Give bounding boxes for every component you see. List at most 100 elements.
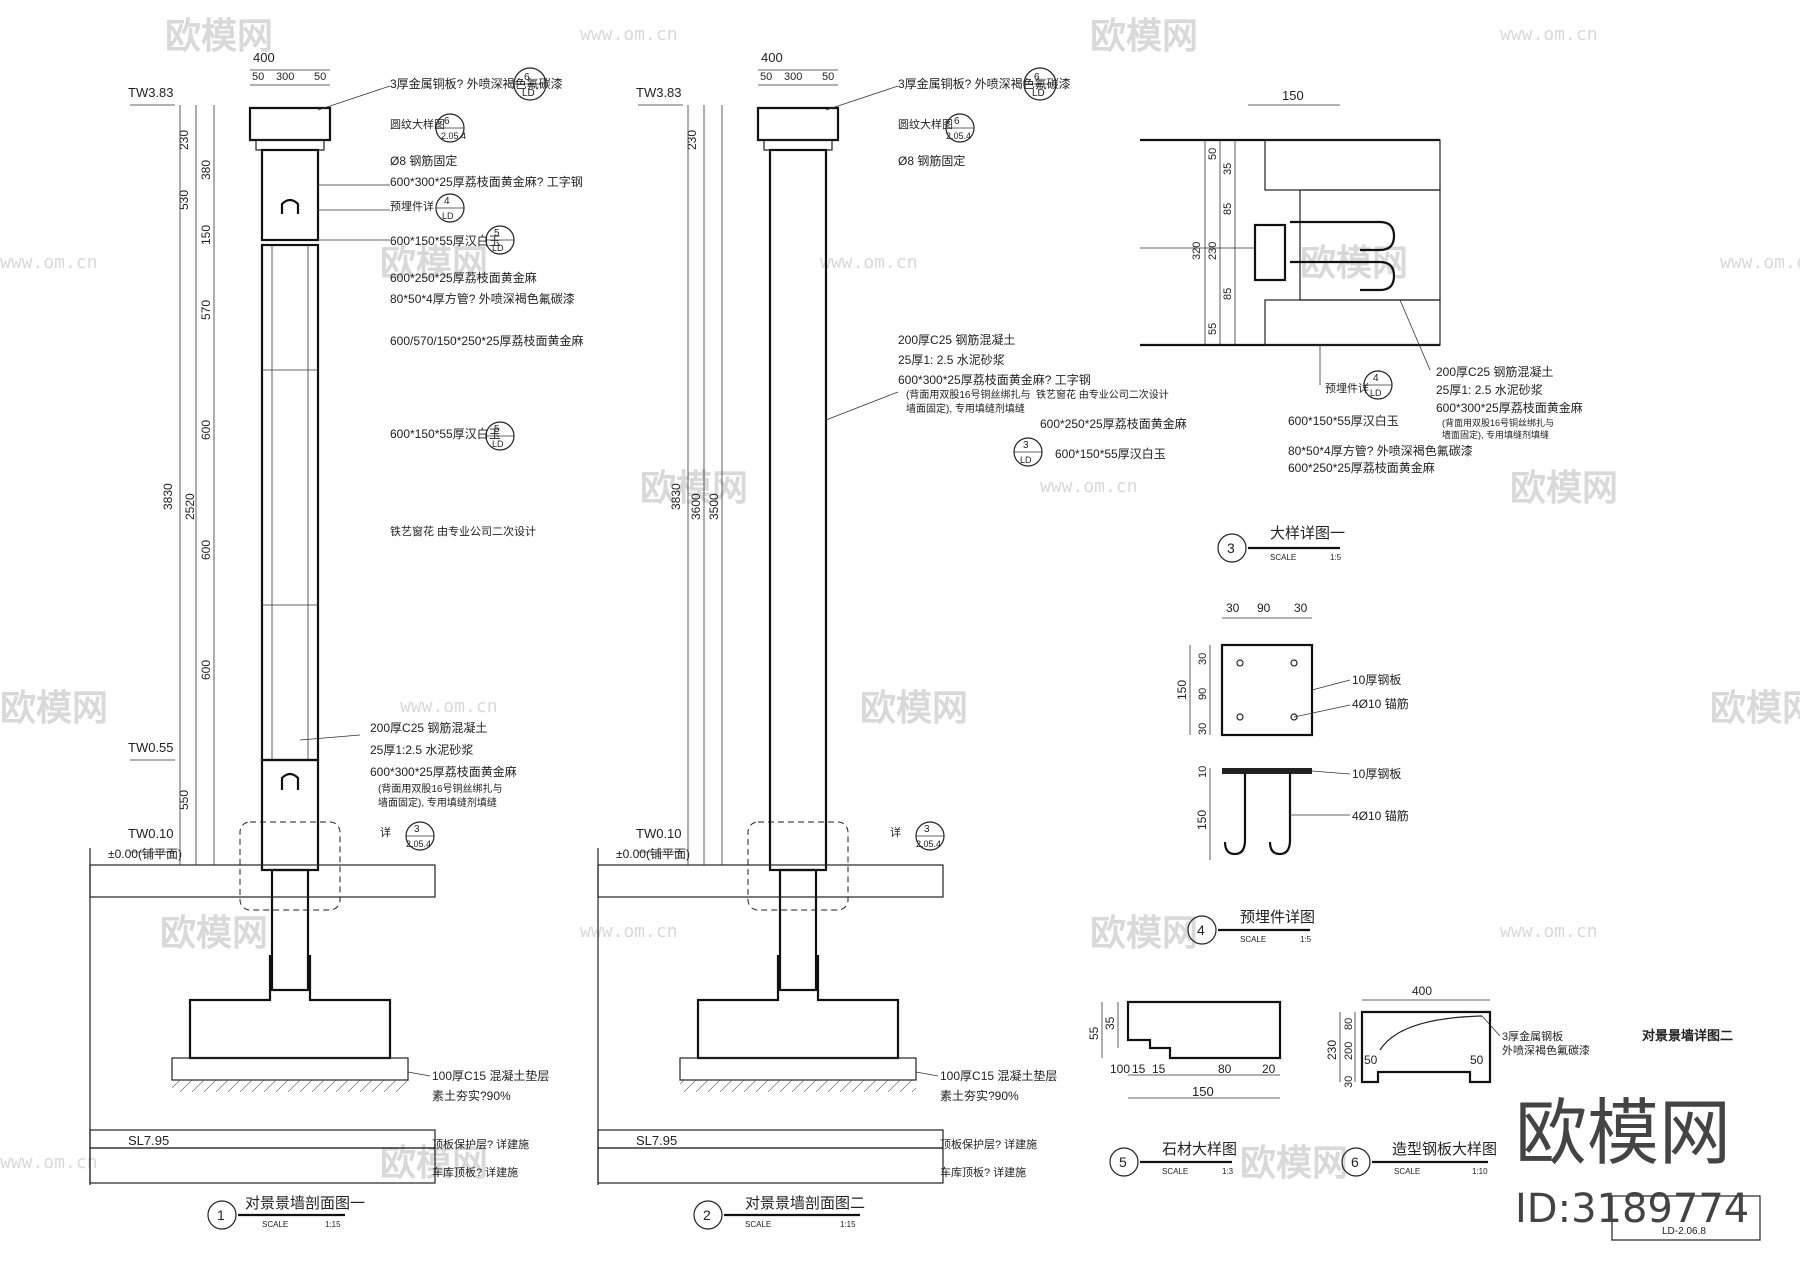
svg-text:2.05.4: 2.05.4	[916, 839, 941, 849]
stem	[778, 868, 818, 992]
note: 墙面固定), 专用填缝剂填缝	[378, 796, 497, 809]
ref-bubble: 6 LD	[1023, 67, 1057, 101]
dim-text: 35	[1222, 163, 1234, 175]
dim-text: 550	[177, 790, 191, 810]
scale-value: 1:5	[1330, 553, 1342, 562]
note: 3厚金属铜板? 外喷深褐色氟碳漆	[390, 76, 563, 91]
dim-text: 50	[760, 71, 772, 83]
scale-label: SCALE	[1394, 1167, 1420, 1176]
watermarks: 欧模网 www.om.cn 欧模网 www.om.cn www.om.cn 欧模…	[0, 16, 1800, 1184]
level-label: TW0.10	[636, 826, 682, 841]
note: 墙面固定), 专用填缝剂填缝	[1442, 429, 1549, 440]
watermark-brand: 欧模网	[1240, 1143, 1348, 1184]
note: 100厚C15 混凝土垫层	[432, 1068, 549, 1083]
drawing-number: 2	[703, 1207, 711, 1223]
watermark-brand: 欧模网	[380, 243, 488, 284]
note: 素土夯实?90%	[940, 1088, 1019, 1103]
upper-block	[260, 148, 320, 242]
detail-5: 55 35 100 15 15 80 20 150 5 石材大样图 SCALE …	[1087, 1000, 1282, 1177]
dim-text: 10	[1197, 766, 1209, 778]
section-2: 400 50 300 50 TW3.83 TW0.10 ±0.00(铺平面) S…	[597, 50, 1169, 1230]
dim-text: 15	[1132, 1062, 1146, 1076]
dim-text: 50	[1470, 1053, 1484, 1067]
note: 600*250*25厚荔枝面黄金麻	[1288, 460, 1435, 475]
dim-text: 100	[1110, 1062, 1130, 1076]
note: 铁艺窗花 由专业公司二次设计	[390, 524, 536, 538]
footing	[188, 955, 392, 1060]
note: 600*300*25厚荔枝面黄金麻	[370, 764, 517, 779]
scale-value: 1:5	[1300, 935, 1312, 944]
dim-text: 400	[1412, 984, 1432, 998]
drawing-number: 4	[1197, 922, 1205, 938]
note: 600*250*25厚荔枝面黄金麻	[390, 270, 537, 285]
drawing-number-bubble	[1217, 533, 1247, 563]
dim-text: 30	[1197, 723, 1209, 735]
dim-text: 90	[1197, 688, 1209, 700]
anchor	[280, 772, 300, 790]
watermark-brand: 欧模网	[160, 913, 268, 954]
note: 25厚1: 2.5 水泥砂浆	[1436, 382, 1543, 397]
note: 25厚1: 2.5 水泥砂浆	[898, 352, 1005, 367]
dim-text: 50	[1364, 1053, 1378, 1067]
scale-label: SCALE	[1162, 1167, 1188, 1176]
footing	[696, 955, 900, 1060]
dim-text: 200	[1343, 1042, 1355, 1060]
svg-text:LD: LD	[522, 88, 535, 99]
watermark-url: www.om.cn	[580, 24, 678, 45]
dim-text: 50	[1207, 148, 1219, 160]
anchor-bars	[1223, 774, 1292, 856]
section-1: 400 50 300 50 TW3.83 TW0.55 TW0.10 ±0.00…	[89, 50, 583, 1230]
coping-plate	[756, 106, 840, 142]
dim-text: 3600	[689, 493, 703, 520]
note: 详	[380, 825, 391, 839]
note: 墙面固定), 专用填缝剂填缝	[906, 402, 1025, 415]
watermark-url: www.om.cn	[580, 921, 678, 942]
svg-text:4: 4	[1373, 373, 1379, 384]
svg-text:6: 6	[1034, 72, 1040, 83]
note: 600*300*25厚荔枝面黄金麻? 工字钢	[898, 372, 1091, 387]
note: 圆纹大样图	[390, 117, 445, 131]
scale-value: 1:15	[325, 1220, 341, 1229]
leader	[1481, 1015, 1501, 1037]
dim-text: 150	[1192, 1084, 1214, 1099]
note: Ø8 钢筋固定	[390, 153, 457, 168]
note: 3厚金属钢板	[1502, 1029, 1563, 1043]
ref-bubble: 4 LD	[1363, 370, 1393, 400]
svg-text:LD: LD	[442, 211, 454, 221]
watermark-brand: 欧模网	[640, 468, 748, 509]
stone-profile	[1126, 1000, 1282, 1060]
dim-text: 30	[1294, 601, 1308, 615]
note: 10厚钢板	[1352, 673, 1401, 687]
level-label: TW3.83	[128, 85, 174, 100]
ref-bubble: 6 2.05.4	[435, 113, 466, 143]
note: 200厚C25 钢筋混凝土	[1436, 364, 1553, 379]
anchor-hole	[1236, 713, 1244, 721]
base-slab	[171, 1057, 409, 1081]
dim-text: 600	[199, 420, 213, 440]
anchor-hole	[1290, 713, 1298, 721]
dim-text: 380	[199, 160, 213, 180]
watermark-brand: 欧模网	[1510, 468, 1618, 509]
scale-value: 1:15	[840, 1220, 856, 1229]
detail-6: 400 230 200 80 50 50 30 3厚金属钢板 外喷深褐色氟碳漆 …	[1325, 984, 1590, 1177]
watermark-brand: 欧模网	[1090, 913, 1198, 954]
coping-plate	[248, 106, 332, 142]
drawing-title: 对景景墙剖面图一	[245, 1195, 365, 1212]
leader	[299, 734, 361, 741]
note: 80*50*4厚方管? 外喷深褐色氟碳漆	[1288, 443, 1473, 458]
window-panel	[260, 243, 320, 762]
ref-bubble: 6 LD	[513, 67, 547, 101]
dim-text: 20	[1262, 1062, 1276, 1076]
garage-roof	[597, 1147, 944, 1184]
note: 预埋件详	[1325, 381, 1369, 395]
dim-text: 150	[1175, 680, 1189, 700]
dim-text: 85	[1222, 203, 1234, 215]
ref-bubble: 5 LD	[485, 225, 515, 255]
sheet-number: LD-2.06.8	[1662, 1226, 1706, 1237]
drawing-number-bubble	[1341, 1147, 1371, 1177]
steel-plate-profile	[1360, 1010, 1492, 1084]
watermark-logo: 欧模网	[1515, 1091, 1731, 1175]
note: 80*50*4厚方管? 外喷深褐色氟碳漆	[390, 291, 575, 306]
drawing-title: 对景景墙剖面图二	[745, 1195, 865, 1212]
